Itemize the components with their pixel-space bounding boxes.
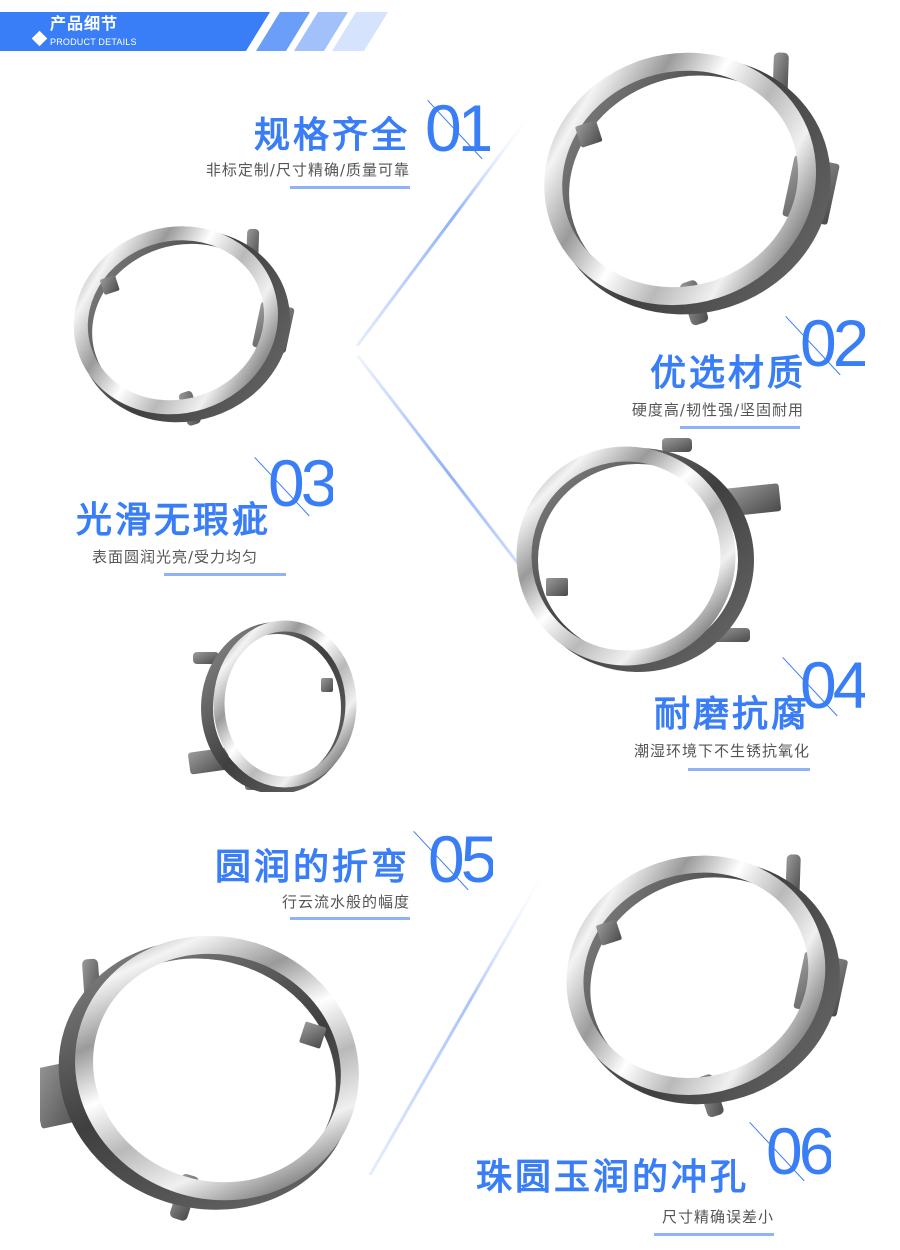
feature-number: 04 xyxy=(800,652,866,718)
feature-underline xyxy=(290,917,410,920)
feature-subtitle: 潮湿环境下不生锈抗氧化 xyxy=(633,742,810,760)
feature-underline xyxy=(654,1233,774,1236)
feature-title: 珠圆玉润的冲孔 xyxy=(476,1157,750,1198)
feature-subtitle: 表面圆润光亮/受力均匀 xyxy=(92,548,259,566)
banner-background xyxy=(0,12,388,51)
feature-underline xyxy=(680,426,800,429)
feature-subtitle: 非标定制/尺寸精确/质量可靠 xyxy=(205,161,410,179)
ring-product-image-3 xyxy=(188,620,357,792)
ring-product-image-4 xyxy=(516,438,782,672)
ring-product-image-1 xyxy=(73,226,295,426)
feature-title: 优选材质 xyxy=(649,353,806,394)
feature-subtitle: 行云流水般的幅度 xyxy=(281,893,410,911)
feature-subtitle: 硬度高/韧性强/坚固耐用 xyxy=(631,401,804,419)
ring-product-image-2 xyxy=(544,52,840,326)
section-subtitle: PRODUCT DETAILS xyxy=(50,37,137,47)
feature-title: 圆润的折弯 xyxy=(214,847,410,888)
feature-underline xyxy=(688,768,810,771)
feature-underline xyxy=(290,186,410,189)
section-title: 产品细节 xyxy=(50,14,119,33)
ring-product-image-5 xyxy=(40,935,359,1221)
feature-number: 01 xyxy=(425,95,491,161)
feature-underline xyxy=(164,573,286,576)
ring-product-image-6 xyxy=(566,854,848,1118)
feature-title: 光滑无瑕疵 xyxy=(76,500,272,541)
feature-subtitle: 尺寸精确误差小 xyxy=(661,1208,774,1226)
feature-title: 耐磨抗腐 xyxy=(653,694,810,735)
feature-title: 规格齐全 xyxy=(253,115,410,156)
section-header-banner: 产品细节 PRODUCT DETAILS xyxy=(0,12,400,51)
